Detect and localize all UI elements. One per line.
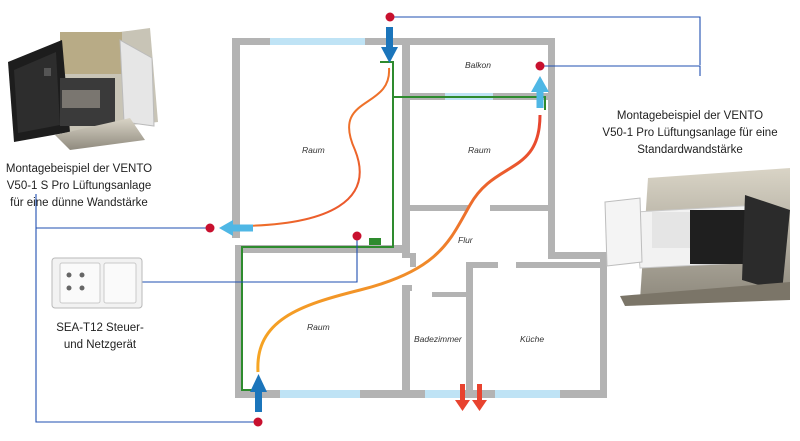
stale-air-arrows-icon bbox=[455, 384, 487, 411]
sensor-dot-left bbox=[205, 223, 215, 233]
wall-bath-stub bbox=[402, 285, 412, 291]
signal-line-balkon bbox=[540, 65, 701, 76]
airflow-cross-apartment bbox=[256, 114, 542, 373]
wall-kitchen-top-a bbox=[468, 262, 498, 268]
caption-controller: SEA-T12 Steuer- und Netzgerät bbox=[40, 320, 160, 354]
supply-arrow-down-icon bbox=[381, 27, 398, 63]
wall-kitchen-top-b bbox=[516, 262, 602, 268]
window-badezimmer bbox=[425, 390, 460, 398]
wall-left-upper bbox=[232, 38, 240, 238]
exhaust-arrow-left-icon bbox=[219, 220, 253, 236]
sensor-dot-top bbox=[385, 12, 395, 22]
signal-line-controller bbox=[140, 237, 358, 283]
room-label-raum-top-right: Raum bbox=[468, 145, 491, 155]
wall-bath-top bbox=[432, 292, 468, 297]
caption-left-line-1: Montagebeispiel der VENTO bbox=[5, 163, 153, 175]
room-label-badezimmer: Badezimmer bbox=[414, 334, 462, 344]
wall-balkon-right bbox=[548, 38, 555, 98]
room-label-kueche: Küche bbox=[520, 334, 545, 344]
window-kueche bbox=[495, 390, 560, 398]
caption-controller-line-1: SEA-T12 Steuer- bbox=[56, 322, 144, 334]
wall-hall-stub bbox=[410, 253, 416, 267]
wall-left-lower bbox=[235, 245, 242, 398]
caption-left-unit: Montagebeispiel der VENTO V50-1 S Pro Lü… bbox=[0, 161, 158, 212]
ventilation-unit-thin-wall-image bbox=[8, 28, 158, 150]
caption-controller-line-2: und Netzgerät bbox=[63, 339, 137, 351]
wall-right-upper bbox=[548, 93, 555, 253]
sensor-dot-controller bbox=[352, 231, 362, 241]
supply-arrow-up-icon bbox=[250, 374, 267, 412]
wall-top-balkon bbox=[402, 38, 554, 45]
wall-bath-right bbox=[466, 262, 473, 395]
caption-right-line-3: Standardwandstärke bbox=[637, 144, 743, 156]
sensor-dot-balkon bbox=[535, 61, 545, 71]
signal-line-top bbox=[390, 16, 701, 65]
window-raum-bottom bbox=[280, 390, 360, 398]
control-wiring bbox=[241, 61, 546, 391]
wall-bottom bbox=[240, 390, 607, 398]
signal-lines bbox=[35, 16, 701, 423]
caption-left-line-3: für eine dünne Wandstärke bbox=[10, 197, 148, 209]
room-label-raum-bottom: Raum bbox=[307, 322, 330, 332]
wall-raum-right-bottom-a bbox=[410, 205, 468, 211]
room-label-balkon: Balkon bbox=[465, 60, 491, 70]
caption-right-line-1: Montagebeispiel der VENTO bbox=[616, 110, 764, 122]
room-label-raum-top-left: Raum bbox=[302, 145, 325, 155]
wall-bath-left bbox=[402, 285, 410, 390]
caption-left-line-2: V50-1 S Pro Lüftungsanlage bbox=[6, 180, 152, 192]
wall-partition-middle bbox=[240, 245, 410, 253]
ventilation-unit-standard-wall-image bbox=[604, 168, 790, 306]
sensor-dot-bottom bbox=[253, 417, 263, 427]
wall-raum-right-bottom-b bbox=[490, 205, 555, 211]
wall-partition-vertical bbox=[402, 38, 410, 258]
sensor-dots bbox=[205, 12, 545, 427]
caption-right-unit: Montagebeispiel der VENTO V50-1 Pro Lüft… bbox=[585, 108, 795, 159]
window-raum-top bbox=[270, 38, 365, 45]
wire-balkon bbox=[393, 96, 546, 110]
caption-right-line-2: V50-1 Pro Lüftungsanlage für eine bbox=[602, 127, 778, 139]
wall-right-lower bbox=[600, 252, 607, 397]
wall-right-step bbox=[548, 252, 606, 259]
signal-line-left bbox=[35, 194, 258, 423]
wire-left bbox=[241, 61, 394, 391]
airflow-upper-left bbox=[239, 67, 391, 227]
room-sensor-icon bbox=[369, 238, 381, 245]
wall-controller-switch-image bbox=[51, 257, 143, 309]
exhaust-arrow-up-icon bbox=[531, 76, 549, 108]
room-label-flur: Flur bbox=[458, 235, 473, 245]
walls bbox=[232, 38, 607, 398]
